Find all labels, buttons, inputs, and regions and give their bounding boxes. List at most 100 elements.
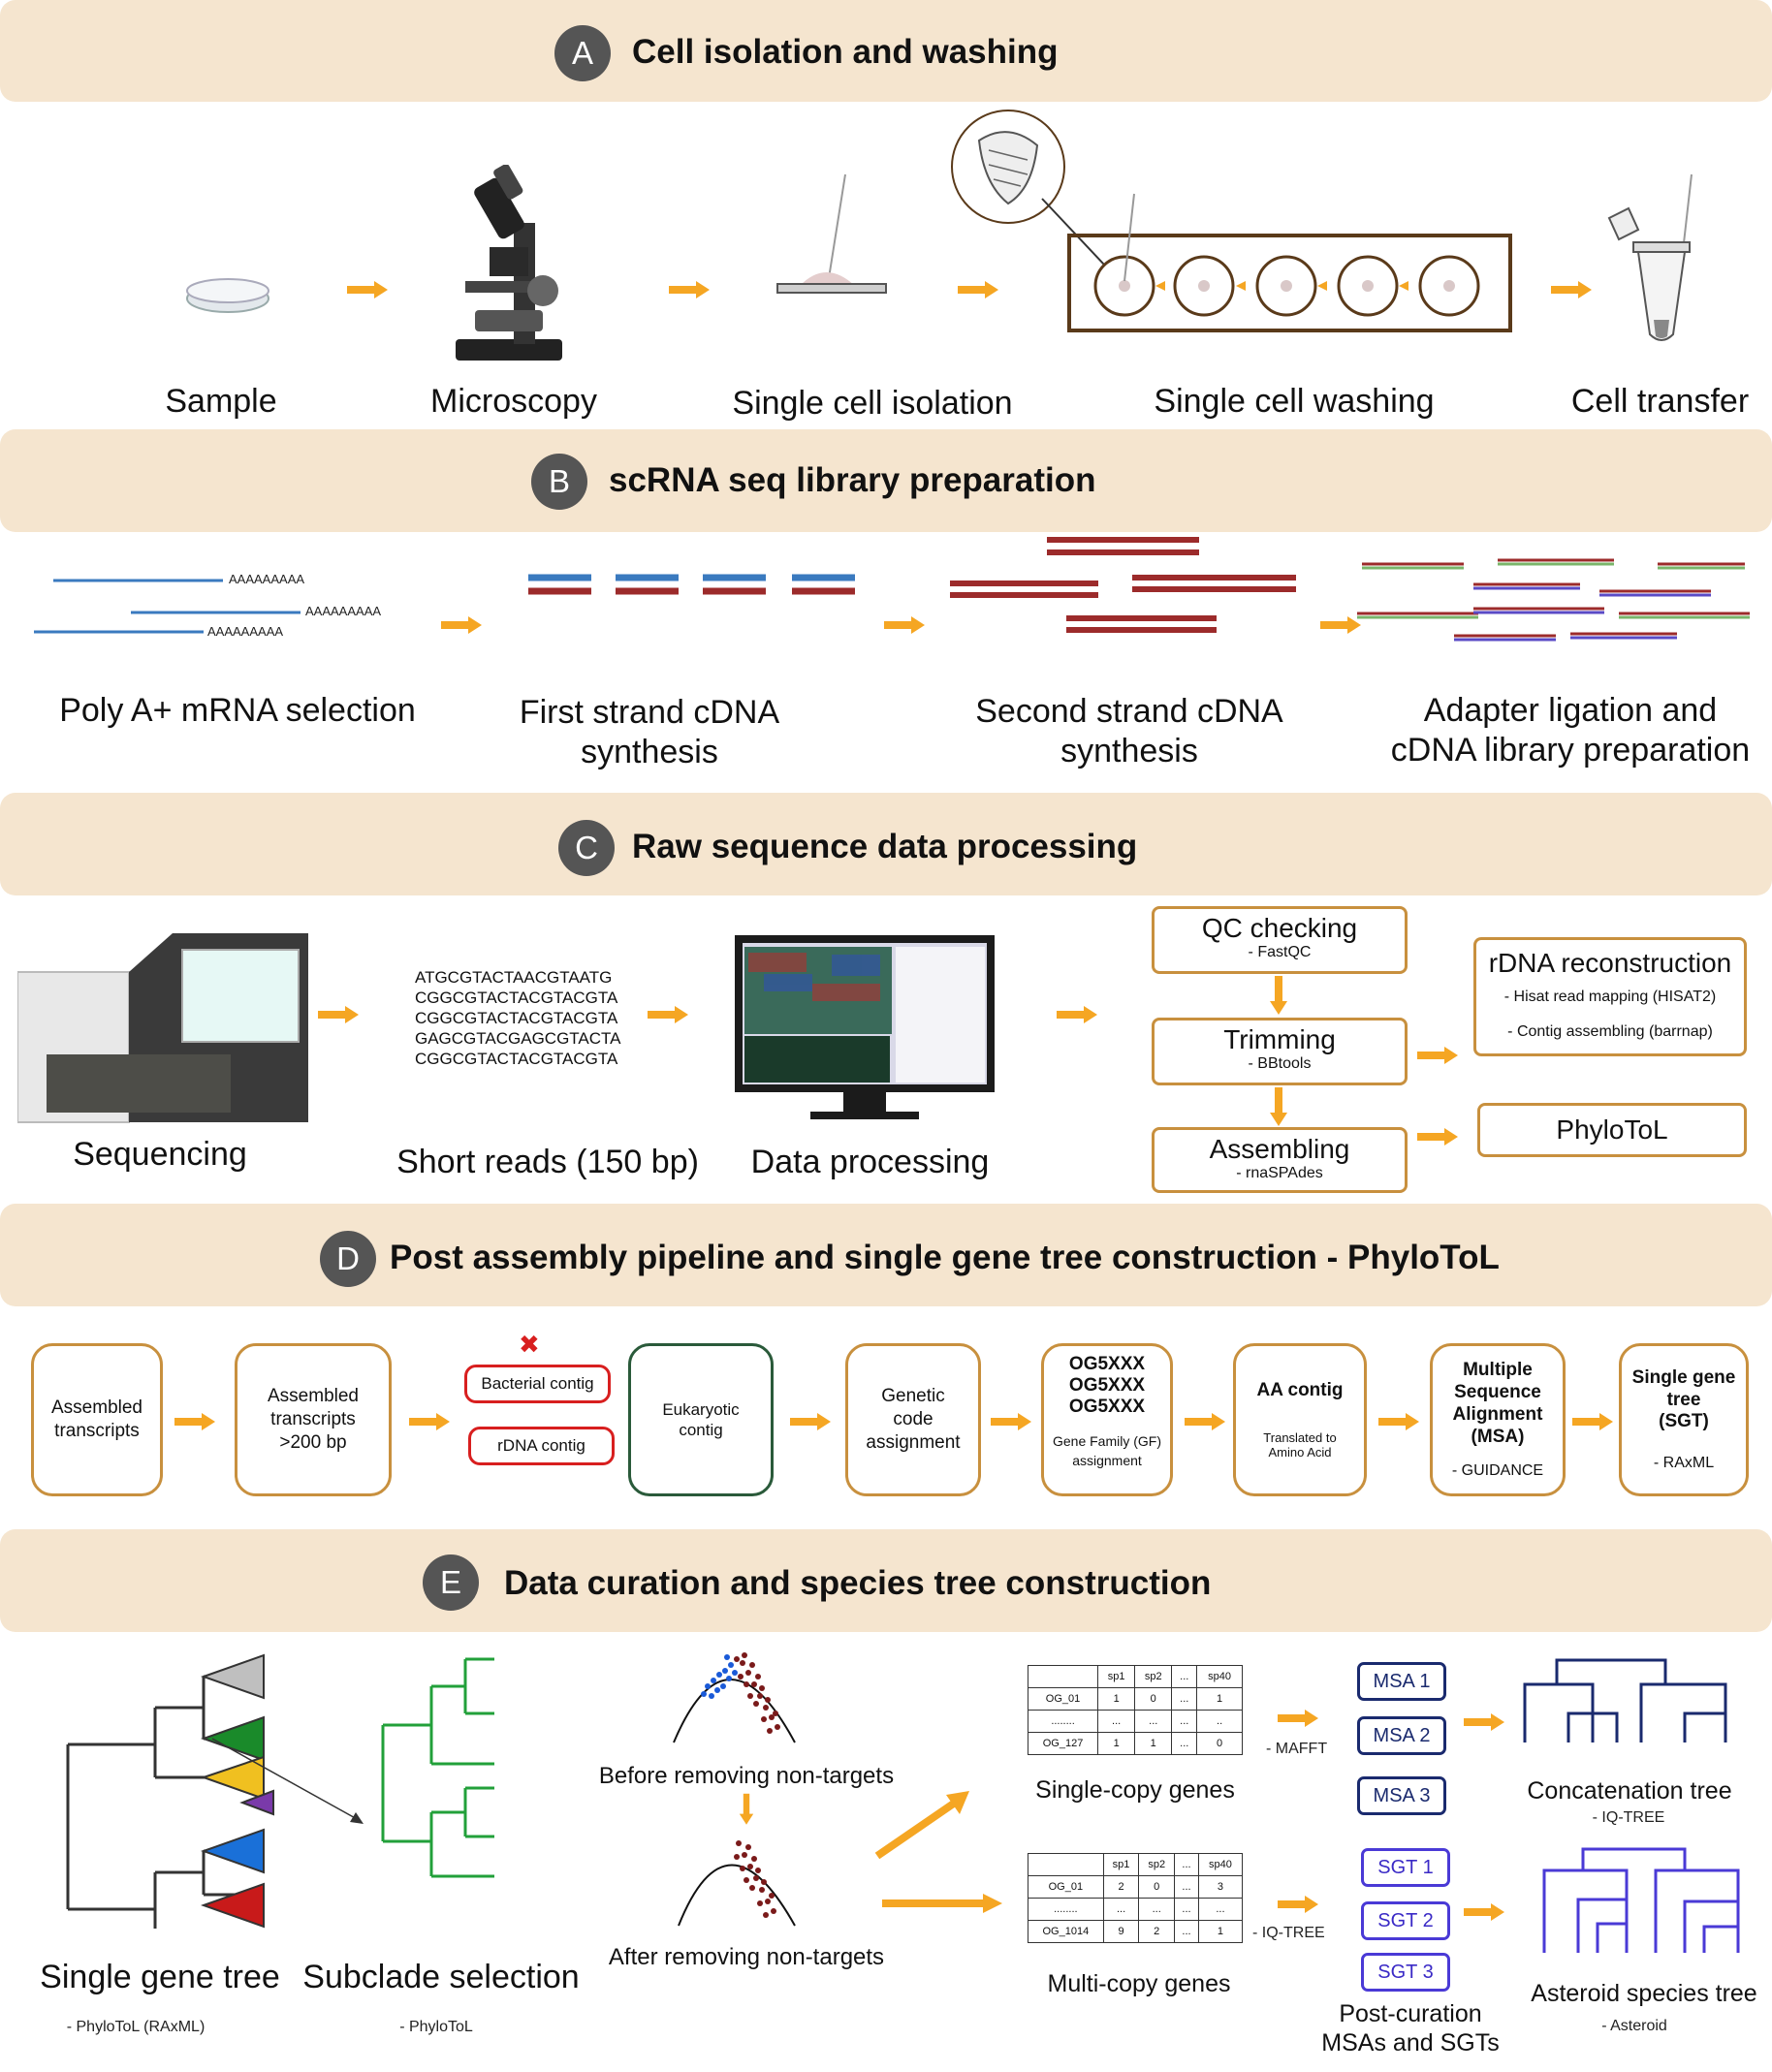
gf-l1: Gene Family (GF) [1052, 1433, 1161, 1449]
table-row: .................... [1028, 1898, 1244, 1921]
arrow-d6 [1378, 1413, 1419, 1430]
msa-l4: (MSA) [1471, 1426, 1525, 1447]
og-1: OG5XXX [1068, 1354, 1146, 1374]
table-cell: OG_01 [1027, 1687, 1099, 1711]
label-concatenation-tree: Concatenation tree [1527, 1777, 1732, 1805]
genetic-code-box: Genetic code assignment [845, 1343, 981, 1496]
msa-l3: Alignment [1452, 1404, 1543, 1425]
phylotol-box: PhyloToL [1477, 1103, 1747, 1157]
label-postcuration-2: MSAs and SGTs [1321, 2029, 1500, 2056]
a200-l1: Assembled [268, 1386, 359, 1407]
qc-tool: - FastQC [1248, 944, 1312, 960]
section-d-title: Post assembly pipeline and single gene t… [390, 1239, 1500, 1276]
removed-x-icon: ✖ [519, 1330, 540, 1359]
label-microscopy: Microscopy [430, 383, 597, 420]
microscope-icon [456, 165, 562, 361]
gen-l1: Genetic [881, 1386, 945, 1407]
concat-tool-label: - IQ-TREE [1592, 1809, 1665, 1826]
read-2: CGGCGTACTACGTACGTA [415, 989, 618, 1007]
aa-sub1: Translated to [1263, 1430, 1337, 1445]
table-cell: sp40 [1197, 1853, 1244, 1876]
arrow-c1 [318, 1006, 359, 1023]
subclade-tool-label: - PhyloToL [399, 2019, 473, 2035]
arrow-d5 [1185, 1413, 1225, 1430]
label-second-strand-2: synthesis [1060, 733, 1198, 769]
arrow-c2 [648, 1006, 688, 1023]
table-cell: 1 [1134, 1732, 1173, 1755]
aa-sub2: Amino Acid [1268, 1445, 1332, 1460]
trim-tool: - BBtools [1248, 1055, 1312, 1072]
arrow-e4 [1464, 1713, 1504, 1731]
clade-triangles-icon [200, 1653, 274, 1929]
section-c-band [0, 793, 1772, 895]
selection-arrow-icon [211, 1738, 364, 1824]
section-e-badge: E [423, 1554, 479, 1611]
cell-isolation-icon [776, 173, 887, 294]
sgt-tool-label: - PhyloToL (RAxML) [66, 2019, 206, 2035]
sgt-box: Single gene tree (SGT) - RAxML [1619, 1343, 1749, 1496]
table-cell: ... [1134, 1710, 1173, 1733]
table-cell: .. [1196, 1710, 1243, 1733]
label-cell-transfer: Cell transfer [1570, 383, 1750, 420]
trim-box: Trimming - BBtools [1152, 1018, 1408, 1085]
arrow-c7 [1417, 1128, 1458, 1146]
table-row: ................... [1027, 1710, 1243, 1733]
arrow-a4 [1551, 281, 1592, 298]
scatter-before-icon [673, 1652, 796, 1743]
rdna-contig-label: rDNA contig [497, 1436, 585, 1455]
table-cell: 2 [1138, 1920, 1176, 1943]
table-cell: ... [1171, 1732, 1198, 1755]
label-sequencing: Sequencing [73, 1136, 247, 1173]
arrow-e-up [874, 1791, 969, 1860]
gene-family-box: OG5XXX OG5XXX OG5XXX Gene Family (GF) as… [1041, 1343, 1173, 1496]
arrow-c4 [1270, 976, 1287, 1015]
read-1: ATGCGTACTAACGTAATG [415, 968, 613, 987]
table-cell [1028, 1853, 1104, 1876]
mrna-strands-icon [34, 579, 301, 634]
arrow-e2 [1278, 1710, 1318, 1727]
msa-3-box: MSA 3 [1357, 1776, 1446, 1815]
table-cell: ... [1171, 1687, 1198, 1711]
table-cell: 0 [1196, 1732, 1243, 1755]
msa-l2: Sequence [1454, 1382, 1541, 1403]
scatter-after-icon [678, 1840, 796, 1927]
rdna-contig-box: rDNA contig [468, 1427, 615, 1465]
rdna-box: rDNA reconstruction - Hisat read mapping… [1473, 937, 1747, 1056]
assembling-box: Assembling - rnaSPAdes [1152, 1127, 1408, 1193]
read-5: CGGCGTACTACGTACGTA [415, 1050, 618, 1068]
polya-tail-3: AAAAAAAAA [207, 624, 284, 639]
table-cell: ... [1197, 1898, 1244, 1921]
qc-title: QC checking [1201, 913, 1358, 943]
read-3: CGGCGTACTACGTACGTA [415, 1009, 618, 1027]
gen-l3: assignment [866, 1431, 961, 1453]
section-e-band [0, 1529, 1772, 1632]
msa-1-box: MSA 1 [1357, 1662, 1446, 1701]
section-b-band [0, 429, 1772, 532]
section-d-badge: D [320, 1231, 376, 1287]
euk-l1: Eukaryotic [662, 1399, 740, 1419]
table-cell: OG_127 [1027, 1732, 1099, 1755]
table-cell: ... [1171, 1665, 1198, 1688]
table-cell: ........ [1028, 1898, 1104, 1921]
assembled-200-box: Assembled transcripts >200 bp [235, 1343, 392, 1496]
og-2: OG5XXX [1068, 1375, 1146, 1396]
pcr-tube-icon [1607, 173, 1693, 341]
arrow-d2 [409, 1413, 450, 1430]
aa-contig-box: AA contig Translated to Amino Acid [1233, 1343, 1367, 1496]
section-a-title: Cell isolation and washing [632, 33, 1059, 71]
trim-title: Trimming [1223, 1024, 1336, 1054]
label-before-removing: Before removing non-targets [598, 1763, 895, 1789]
label-second-strand-1: Second strand cDNA [975, 693, 1283, 730]
arrow-e3 [1278, 1896, 1318, 1913]
label-polya-selection: Poly A+ mRNA selection [59, 692, 416, 729]
label-postcuration-1: Post-curation [1339, 2000, 1482, 2027]
arrow-d7 [1572, 1413, 1613, 1430]
table-cell: 1 [1197, 1920, 1244, 1943]
section-c-title: Raw sequence data processing [632, 828, 1138, 865]
